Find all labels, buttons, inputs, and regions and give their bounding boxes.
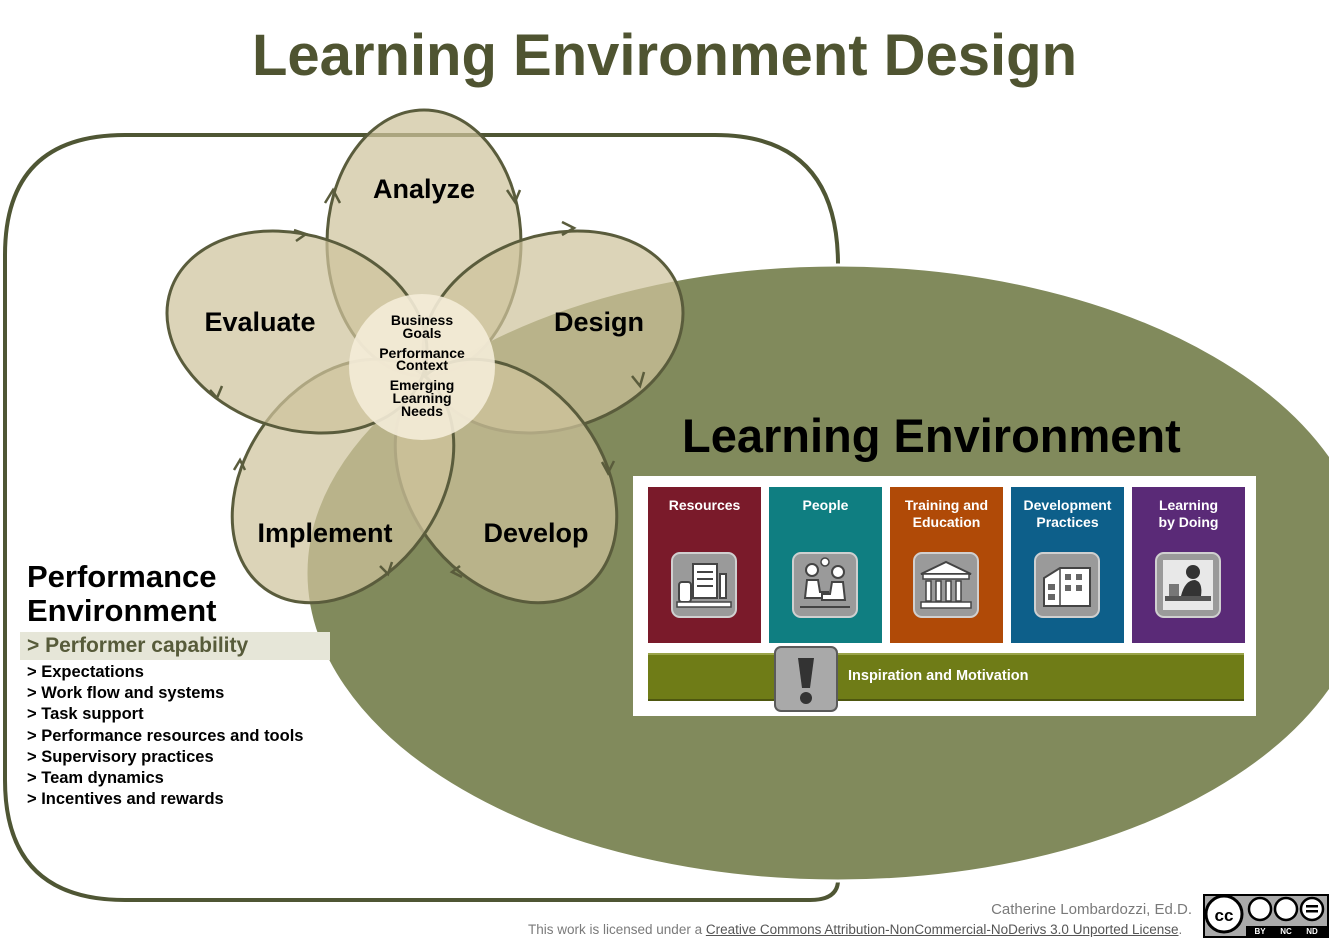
- list-item: > Team dynamics: [27, 768, 164, 787]
- license-link[interactable]: Creative Commons Attribution-NonCommerci…: [705, 922, 1179, 937]
- pe-heading-line1: Performance: [27, 559, 217, 594]
- performance-environment-heading: Performance Environment: [27, 560, 217, 628]
- badge-by: BY: [1254, 927, 1266, 936]
- cycle-center-text: Business Goals Performance Context Emerg…: [379, 312, 465, 419]
- inspiration-motivation-label: Inspiration and Motivation: [848, 668, 1029, 684]
- center-line-1: Business: [391, 312, 453, 328]
- nc-icon: [1273, 896, 1299, 922]
- performance-factors-list: > Performer capability > Expectations > …: [20, 632, 330, 810]
- page-title: Learning Environment Design: [252, 23, 1077, 88]
- desk-phone-icon: [671, 552, 737, 618]
- phase-design-label: Design: [554, 307, 644, 337]
- list-item: > Supervisory practices: [27, 747, 214, 766]
- cycle-arrowhead: [631, 371, 646, 389]
- by-icon: [1247, 896, 1273, 922]
- center-line-2: Goals: [403, 325, 442, 341]
- list-item: > Performance resources and tools: [27, 726, 304, 745]
- cycle-arrowhead: [232, 457, 247, 471]
- cycle-arrowhead: [505, 189, 522, 205]
- phase-analyze-label: Analyze: [373, 174, 475, 204]
- cycle-arrows: [209, 187, 646, 579]
- office-building-icon: [1034, 552, 1100, 618]
- exclamation-icon: [774, 646, 838, 712]
- tile-people: People: [769, 487, 882, 643]
- inspiration-motivation-bar: Inspiration and Motivation: [648, 653, 1244, 701]
- cycle-arrowhead: [323, 187, 342, 204]
- center-line-6: Learning: [392, 390, 451, 406]
- center-line-4: Context: [396, 357, 448, 373]
- svg-text:cc: cc: [1215, 906, 1234, 925]
- phase-evaluate-label: Evaluate: [204, 307, 315, 337]
- license-suffix: .: [1178, 922, 1183, 937]
- cycle-arrowhead: [209, 385, 224, 401]
- cc-icon: [1204, 894, 1244, 934]
- cycle-arrowhead: [293, 228, 309, 243]
- tile-label: Education: [912, 514, 981, 530]
- person-working-icon: [1155, 552, 1221, 618]
- tile-label: People: [802, 497, 849, 513]
- list-item: > Task support: [27, 705, 144, 724]
- tile-label: Learning: [1158, 497, 1219, 513]
- list-item-performer-capability: > Performer capability: [20, 632, 330, 660]
- tile-label: Training and: [904, 497, 989, 513]
- list-item: > Expectations: [27, 663, 144, 681]
- license-prefix: This work is licensed under a: [528, 922, 706, 937]
- center-line-5: Emerging: [390, 377, 455, 393]
- pe-heading-line2: Environment: [27, 593, 217, 628]
- cycle-arrowhead: [600, 460, 616, 476]
- badge-nd: ND: [1306, 927, 1318, 936]
- author-credit: Catherine Lombardozzi, Ed.D.: [991, 901, 1192, 918]
- tile-label: by Doing: [1158, 514, 1219, 530]
- people-meeting-icon: [792, 552, 858, 618]
- badge-nc: NC: [1280, 927, 1292, 936]
- cycle-arrowhead: [449, 565, 463, 579]
- phase-implement-label: Implement: [257, 518, 392, 548]
- cc-license-badge: cc BY NC ND: [1203, 894, 1329, 938]
- tile-label: Development: [1023, 497, 1112, 513]
- cycle-arrowhead: [379, 561, 394, 577]
- center-line-3: Performance: [379, 345, 465, 361]
- list-item: > Work flow and systems: [27, 684, 225, 703]
- center-line-7: Needs: [401, 403, 443, 419]
- nd-icon: [1299, 896, 1325, 922]
- building-columns-icon: [913, 552, 979, 618]
- license-notice: This work is licensed under a Creative C…: [528, 922, 1182, 937]
- list-item: > Incentives and rewards: [27, 790, 224, 809]
- cycle-center: [349, 294, 495, 440]
- tile-label: Resources: [668, 497, 741, 513]
- tile-label: Practices: [1036, 514, 1099, 530]
- cycle-arrowhead: [561, 220, 577, 237]
- tile-resources: Resources: [648, 487, 761, 643]
- phase-develop-label: Develop: [483, 518, 588, 548]
- learning-environment-heading: Learning Environment: [682, 409, 1181, 462]
